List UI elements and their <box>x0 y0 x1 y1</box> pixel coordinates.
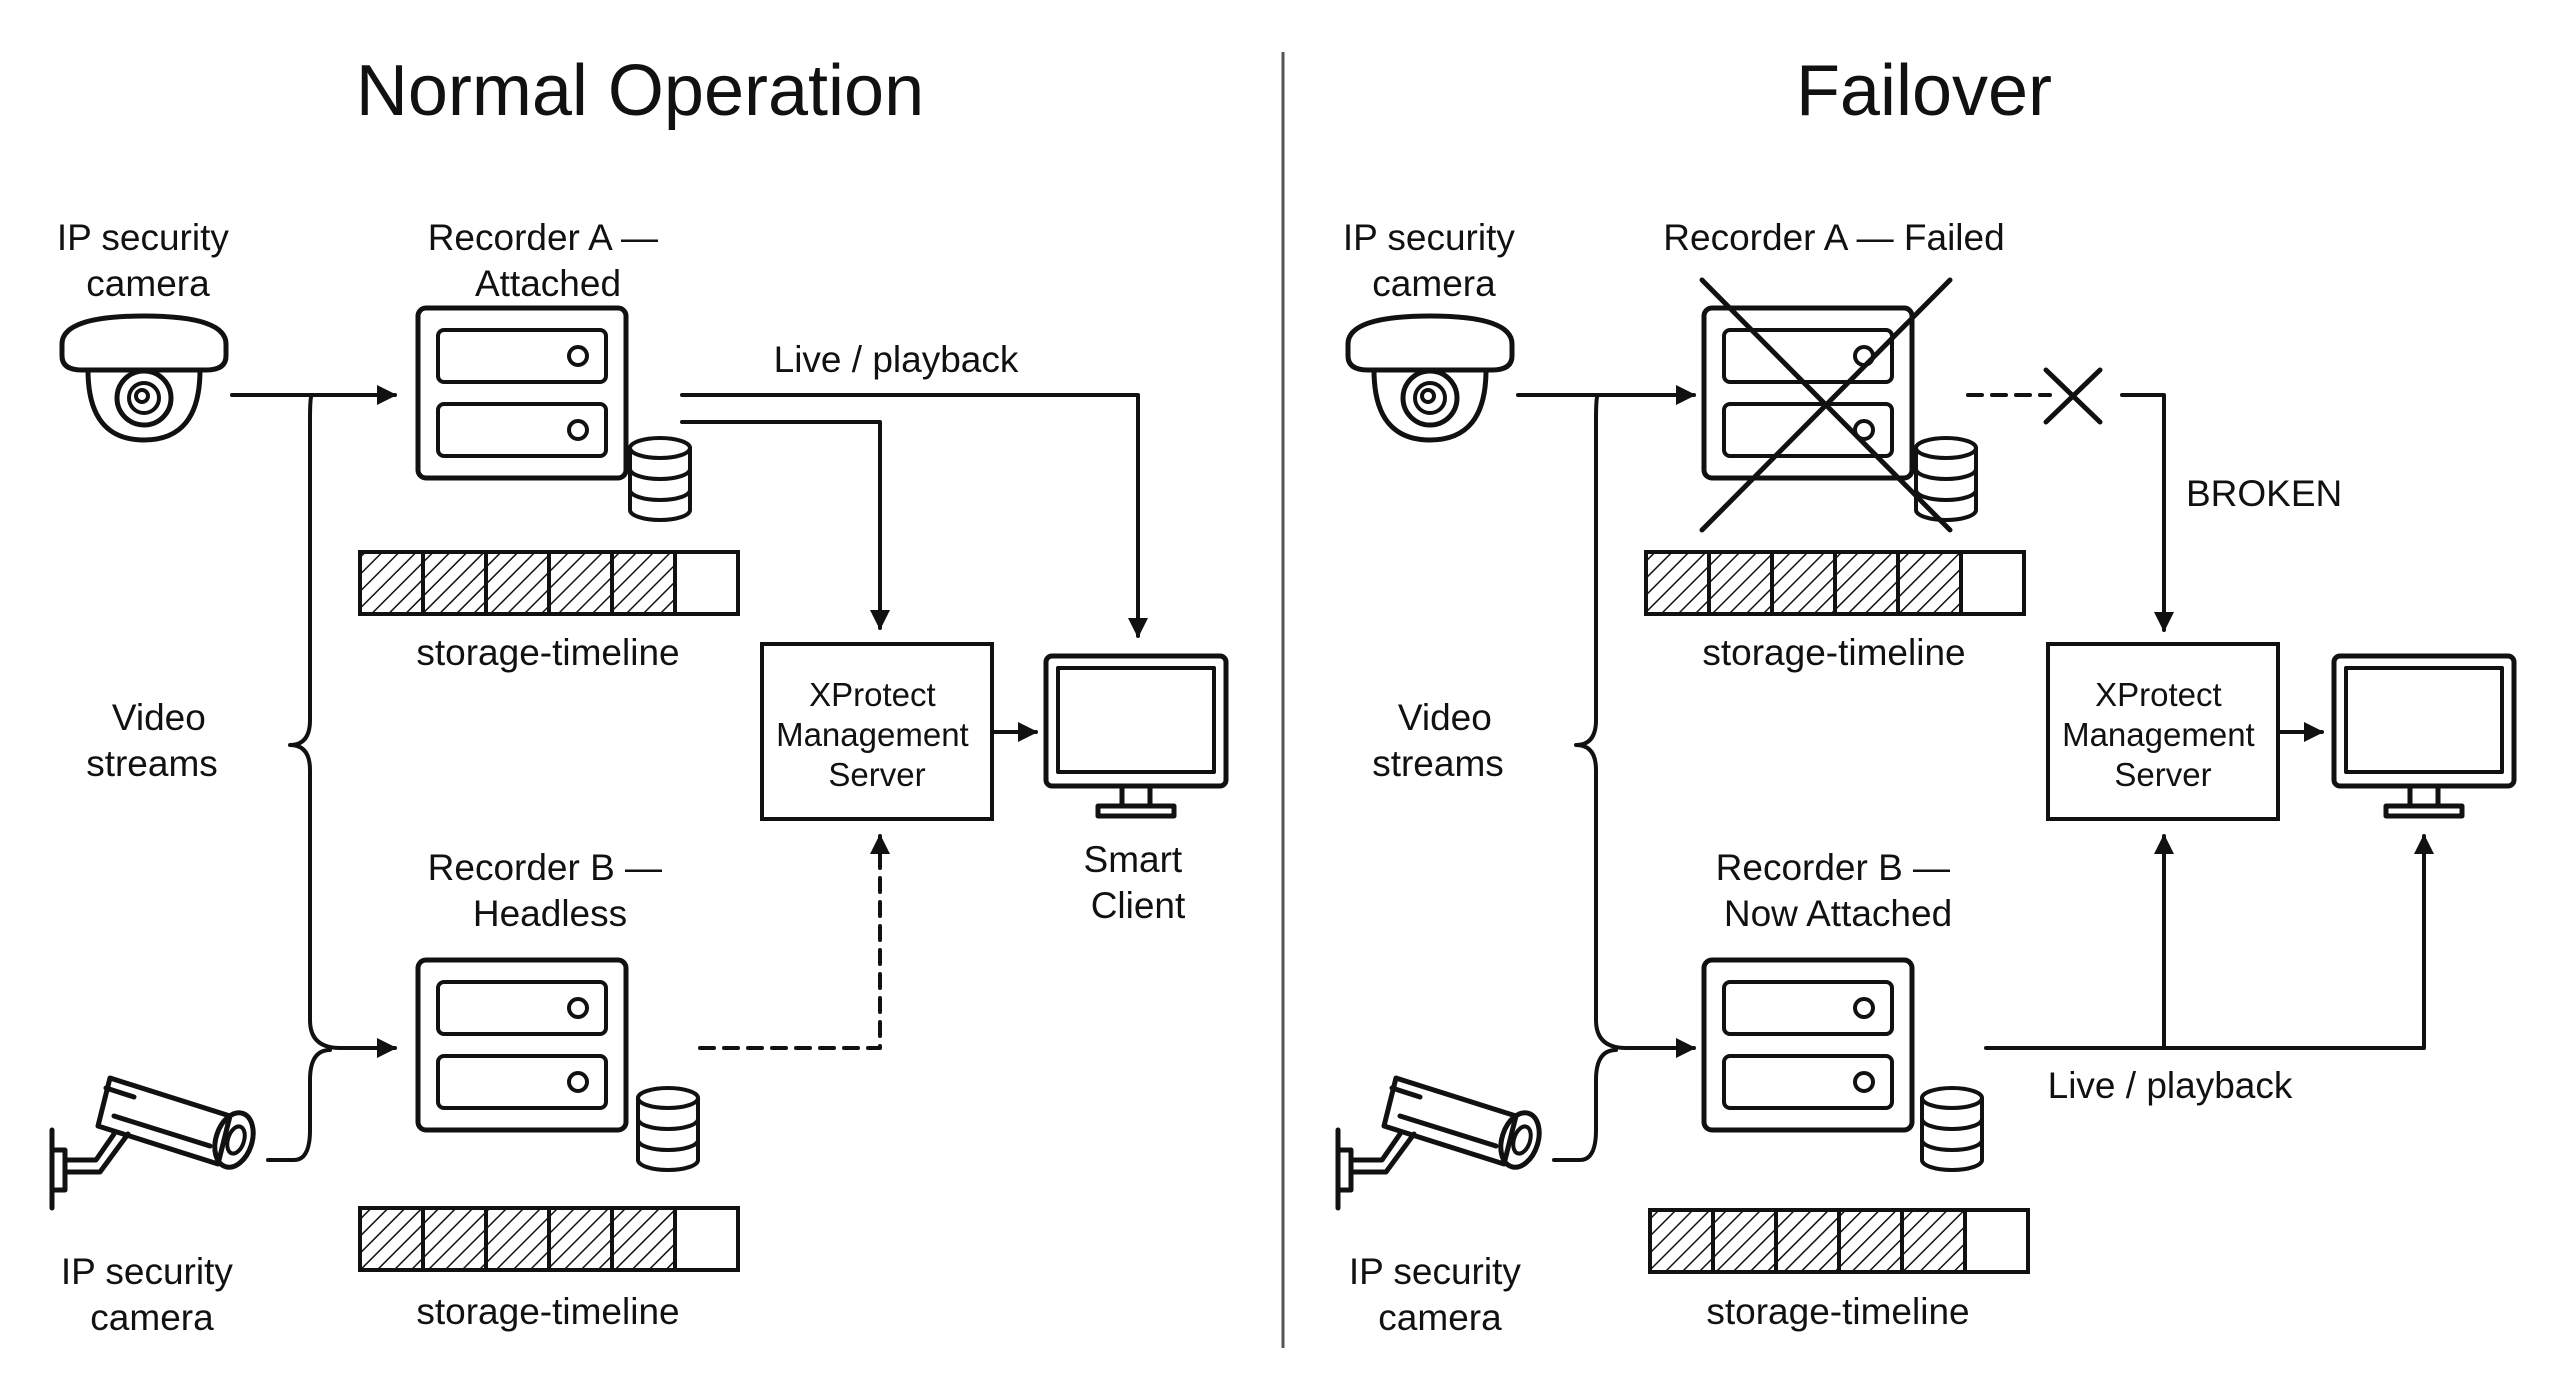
recorder-b-label: Recorder B — Headless <box>428 847 673 934</box>
recorder-a-icon <box>418 308 626 478</box>
storage-segment-filled <box>358 550 425 616</box>
svg-text:XProtect Management: XProtect Management Server <box>776 676 978 793</box>
video-streams-label: Video streams <box>86 697 218 784</box>
panel-failover: Failover IP security camera IP security … <box>1338 51 2514 1338</box>
storage-timeline-b <box>358 1206 740 1272</box>
broken-link <box>2120 393 2174 632</box>
recorder-b-icon <box>1704 960 1912 1130</box>
recorder-b-icon <box>418 960 626 1130</box>
storage-segment-filled <box>1648 1208 1715 1274</box>
storage-segment-filled <box>547 550 614 616</box>
smart-client-label: Smart Client <box>1084 839 1193 926</box>
monitor-icon <box>1046 656 1226 816</box>
recorder-a-icon <box>1704 308 1912 478</box>
camera-top-label: IP security camera <box>57 217 239 304</box>
recorder-a-to-server-link <box>680 420 890 630</box>
storage-segment-empty <box>1959 550 2026 616</box>
live-playback-link <box>680 393 1148 638</box>
live-playback-label: Live / playback <box>774 339 1019 380</box>
storage-segment-filled <box>421 1206 488 1272</box>
video-streams-bracket <box>230 385 397 1162</box>
recorder-b-label: Recorder B — Now Attached <box>1716 847 1961 934</box>
recorder-b-to-server-link <box>698 834 890 1050</box>
panel-normal-operation: Normal Operation IP security camera IP s… <box>52 51 1226 1338</box>
management-server-box: XProtect Management Server <box>2046 642 2280 821</box>
storage-segment-filled <box>1770 550 1837 616</box>
database-icon <box>1920 1086 1984 1172</box>
storage-segment-filled <box>1774 1208 1841 1274</box>
storage-segment-filled <box>1900 1208 1967 1274</box>
live-playback-link <box>1984 834 2434 1050</box>
broken-x-icon <box>2043 367 2103 425</box>
storage-segment-empty <box>673 1206 740 1272</box>
storage-segment-filled <box>547 1206 614 1272</box>
bullet-camera-icon <box>52 1078 260 1208</box>
storage-segment-filled <box>1837 1208 1904 1274</box>
storage-segment-filled <box>1644 550 1711 616</box>
recorder-a-label: Recorder A — Attached <box>428 217 669 304</box>
dome-camera-icon <box>1348 316 1512 440</box>
bullet-camera-icon <box>1338 1078 1546 1208</box>
storage-timeline-a <box>1644 550 2026 616</box>
storage-label-a: storage-timeline <box>416 632 679 673</box>
panel-title-failover: Failover <box>1796 51 2052 131</box>
monitor-icon <box>2334 656 2514 816</box>
storage-segment-filled <box>1896 550 1963 616</box>
storage-segment-filled <box>1833 550 1900 616</box>
management-server-box: XProtect Management Server <box>760 642 994 821</box>
svg-text:XProtect Management: XProtect Management Server <box>2062 676 2264 793</box>
storage-segment-filled <box>421 550 488 616</box>
video-streams-label: Video streams <box>1372 697 1504 784</box>
camera-bottom-label: IP security camera <box>61 1251 243 1338</box>
storage-label-b: storage-timeline <box>416 1291 679 1332</box>
recorder-a-label: Recorder A — Failed <box>1663 217 2004 258</box>
failed-x-icon <box>1699 277 1953 533</box>
broken-label: BROKEN <box>2186 473 2342 514</box>
live-playback-label: Live / playback <box>2048 1065 2293 1106</box>
storage-segment-filled <box>358 1206 425 1272</box>
storage-label-a: storage-timeline <box>1702 632 1965 673</box>
storage-segment-empty <box>673 550 740 616</box>
dome-camera-icon <box>62 316 226 440</box>
storage-label-b: storage-timeline <box>1706 1291 1969 1332</box>
storage-timeline-b <box>1648 1208 2030 1274</box>
storage-segment-filled <box>610 550 677 616</box>
storage-segment-filled <box>1711 1208 1778 1274</box>
storage-segment-filled <box>610 1206 677 1272</box>
storage-segment-empty <box>1963 1208 2030 1274</box>
database-icon <box>636 1086 700 1172</box>
database-icon <box>628 436 692 522</box>
camera-top-label: IP security camera <box>1343 217 1525 304</box>
storage-segment-filled <box>484 1206 551 1272</box>
video-streams-bracket <box>1516 385 1696 1162</box>
panel-title-normal: Normal Operation <box>356 51 924 131</box>
storage-timeline-a <box>358 550 740 616</box>
storage-segment-filled <box>1707 550 1774 616</box>
storage-segment-filled <box>484 550 551 616</box>
camera-bottom-label: IP security camera <box>1349 1251 1531 1338</box>
